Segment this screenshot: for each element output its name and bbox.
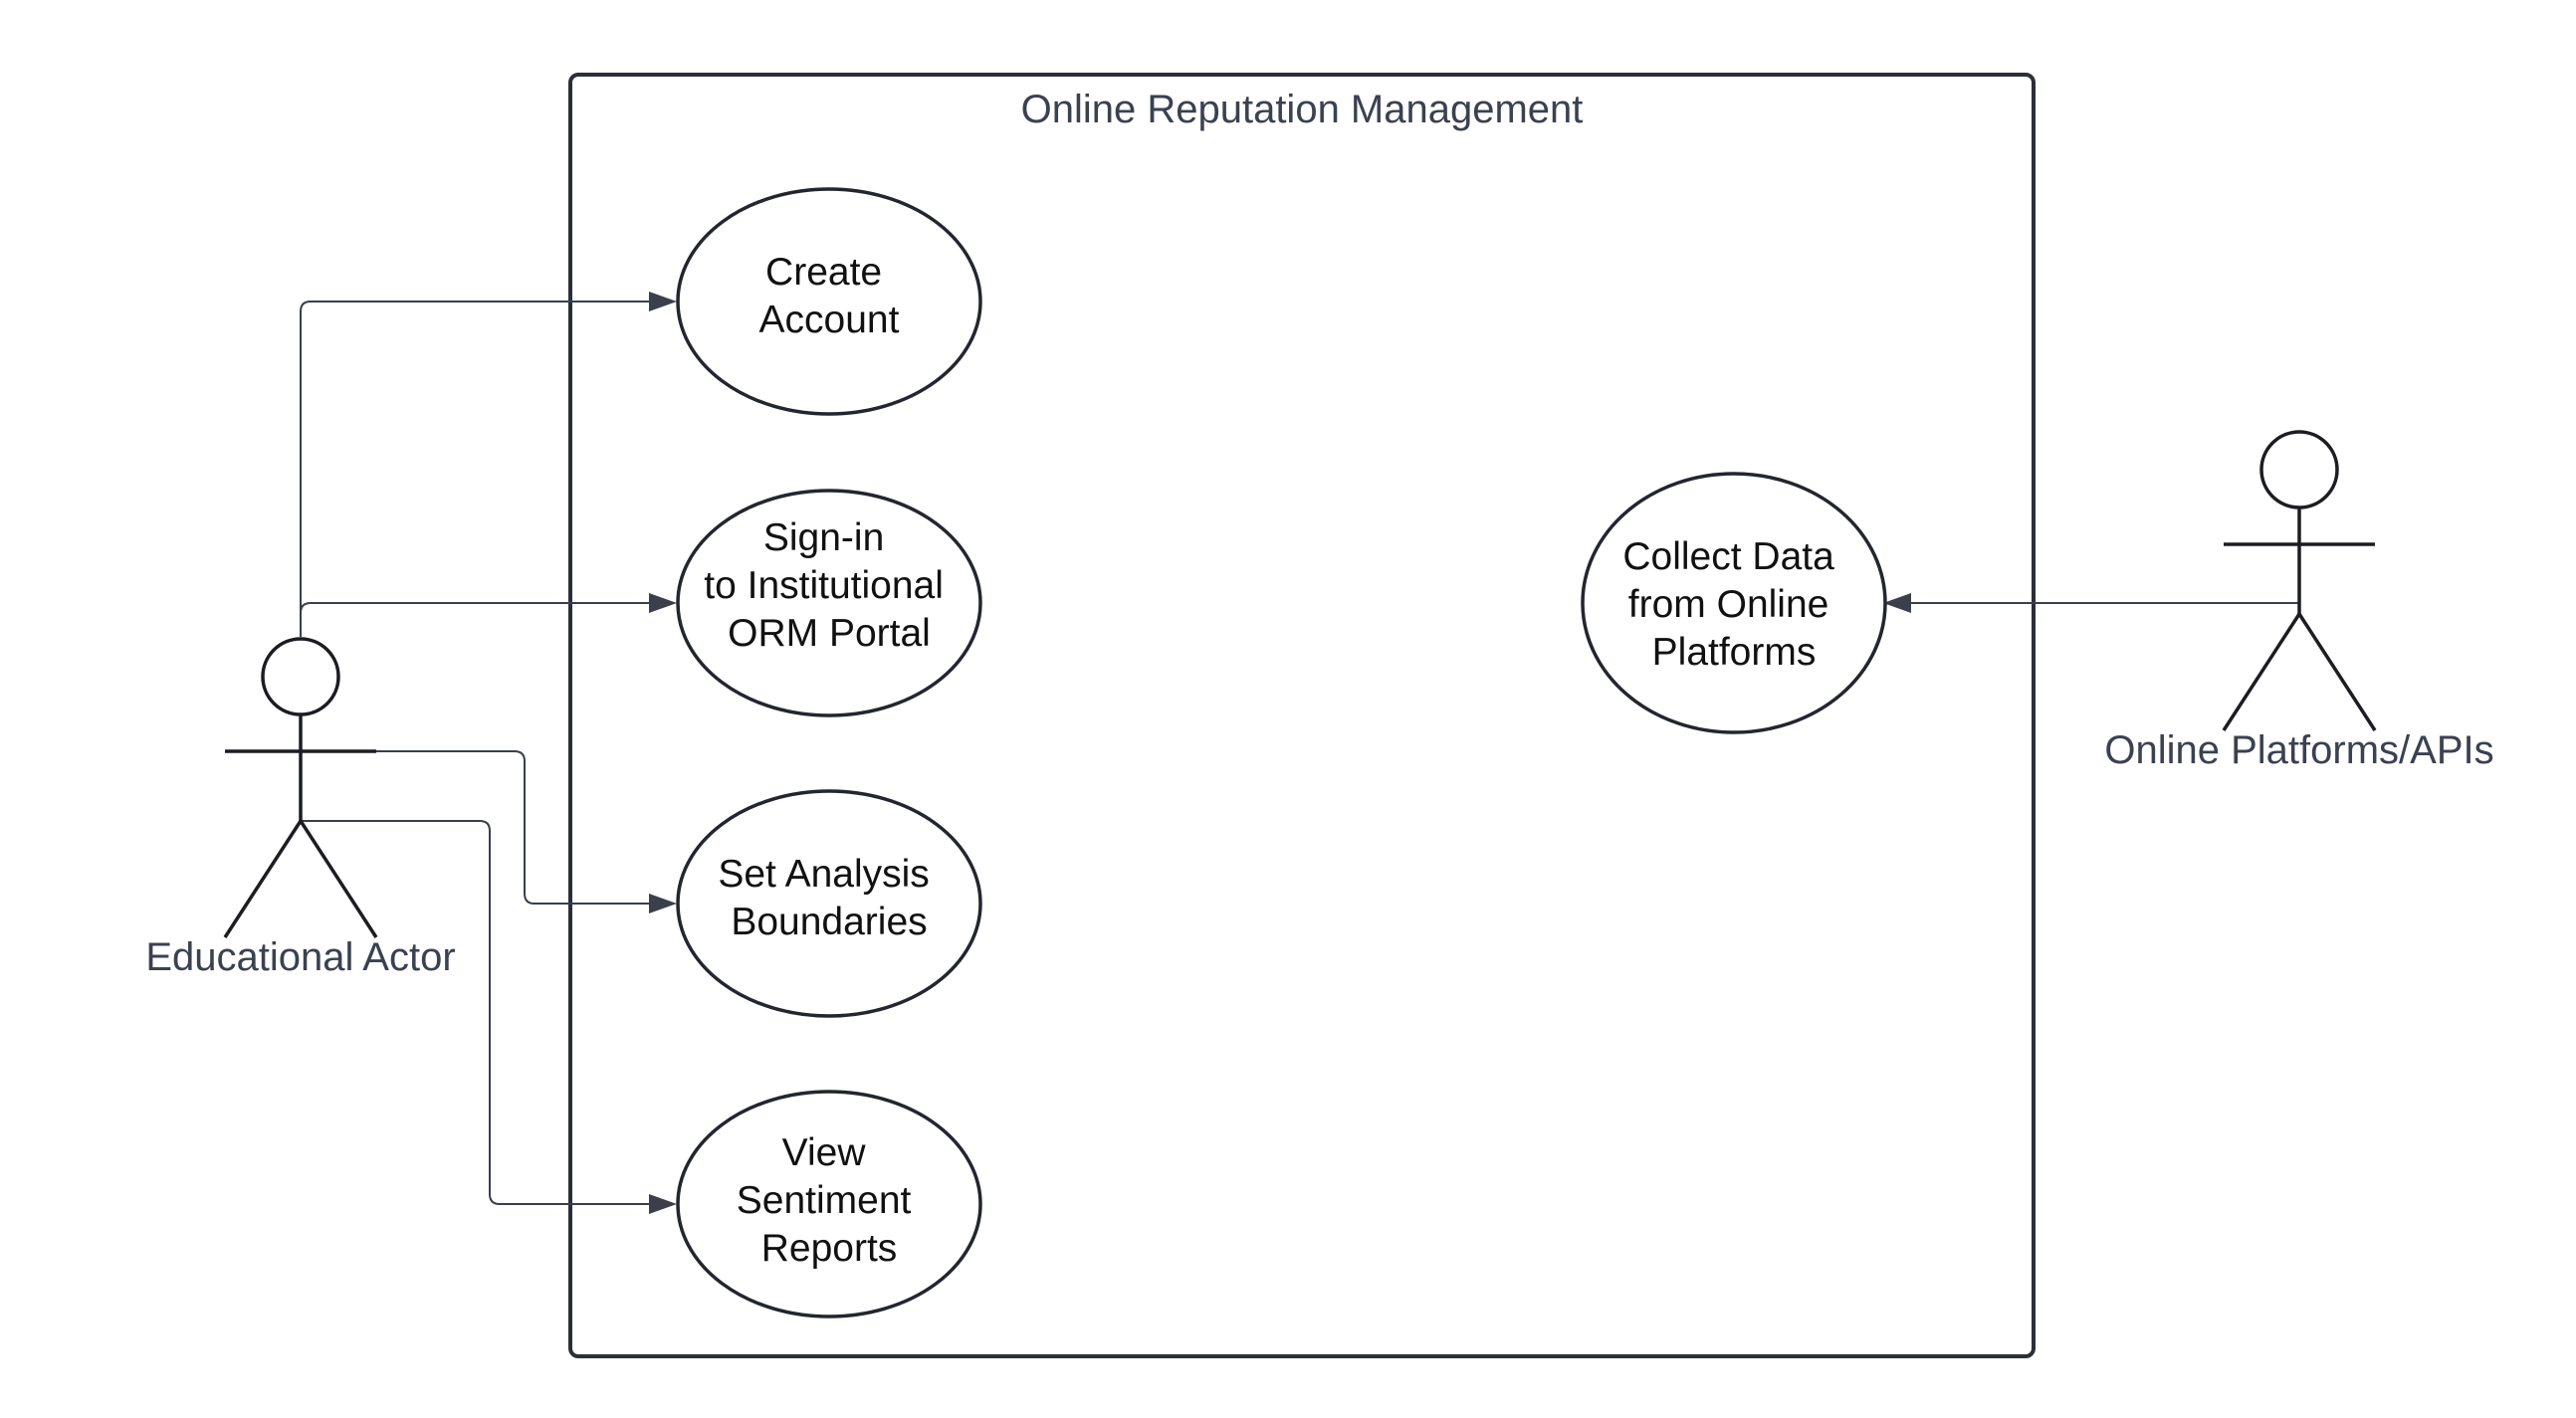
connector-set-boundaries	[368, 750, 649, 905]
use-case-label-line: to Institutional	[704, 564, 944, 607]
use-case-ellipse[interactable]	[676, 1090, 982, 1318]
use-case-ellipse[interactable]	[676, 789, 982, 1018]
actor-educational[interactable]: Educational Actor	[145, 637, 456, 979]
use-case-label-line: Sign-in	[763, 516, 884, 559]
use-case-label-line: Sentiment	[737, 1179, 912, 1222]
use-case-label-line: Account	[759, 299, 900, 341]
actor-label: Educational Actor	[145, 935, 455, 979]
use-case-label: Create Account	[759, 251, 900, 341]
actor-head	[261, 637, 340, 716]
use-case-label: Sign-in to Institutional ORM Portal	[704, 516, 955, 655]
use-case-label-line: Reports	[761, 1227, 898, 1270]
actor-left-leg	[2222, 613, 2301, 731]
use-case-create-account[interactable]: Create Account	[676, 187, 982, 416]
arrowhead-sign-in	[649, 593, 677, 613]
connector-view-reports	[301, 820, 649, 1205]
use-case-sign-in[interactable]: Sign-in to Institutional ORM Portal	[676, 489, 982, 717]
arrowhead-set-boundaries	[649, 894, 677, 913]
connector-sign-in	[300, 602, 649, 637]
actor-platforms[interactable]: Online Platforms/APIs	[2104, 430, 2494, 772]
use-case-collect-data[interactable]: Collect Data from Online Platforms	[1581, 472, 1887, 734]
use-case-view-reports[interactable]: View Sentiment Reports	[676, 1090, 982, 1318]
system-boundary-box	[568, 73, 2036, 1358]
system-boundary: Online Reputation Management	[568, 73, 2036, 1358]
arrowhead-create-account	[649, 292, 677, 311]
actor-right-leg	[2297, 613, 2377, 731]
use-case-label: Set Analysis Boundaries	[718, 853, 940, 943]
use-case-ellipse[interactable]	[1581, 472, 1887, 734]
use-case-set-boundaries[interactable]: Set Analysis Boundaries	[676, 789, 982, 1018]
use-case-label-line: Set Analysis	[718, 853, 929, 896]
use-case-label-line: from Online	[1628, 583, 1829, 626]
use-case-label: Collect Data from Online Platforms	[1622, 535, 1844, 674]
arrowhead-view-reports	[649, 1194, 677, 1214]
use-case-label-line: View	[782, 1131, 867, 1174]
system-title: Online Reputation Management	[1021, 88, 1584, 131]
actor-left-leg	[223, 820, 303, 938]
connector-create-account-path	[300, 301, 649, 637]
actor-head	[2259, 430, 2339, 509]
use-case-label: View Sentiment Reports	[737, 1131, 922, 1270]
use-case-ellipse[interactable]	[676, 489, 982, 717]
use-case-label-line: Collect Data	[1622, 535, 1834, 578]
use-case-label-line: Create	[765, 251, 882, 294]
use-case-ellipse[interactable]	[676, 187, 982, 416]
use-case-label-line: ORM Portal	[728, 612, 931, 655]
use-case-label-line: Platforms	[1652, 631, 1817, 674]
actor-label: Online Platforms/APIs	[2104, 728, 2493, 772]
arrowhead-collect-data	[1883, 593, 1911, 613]
connectors	[300, 292, 2299, 1214]
actor-right-leg	[299, 820, 378, 938]
use-case-label-line: Boundaries	[731, 901, 927, 943]
